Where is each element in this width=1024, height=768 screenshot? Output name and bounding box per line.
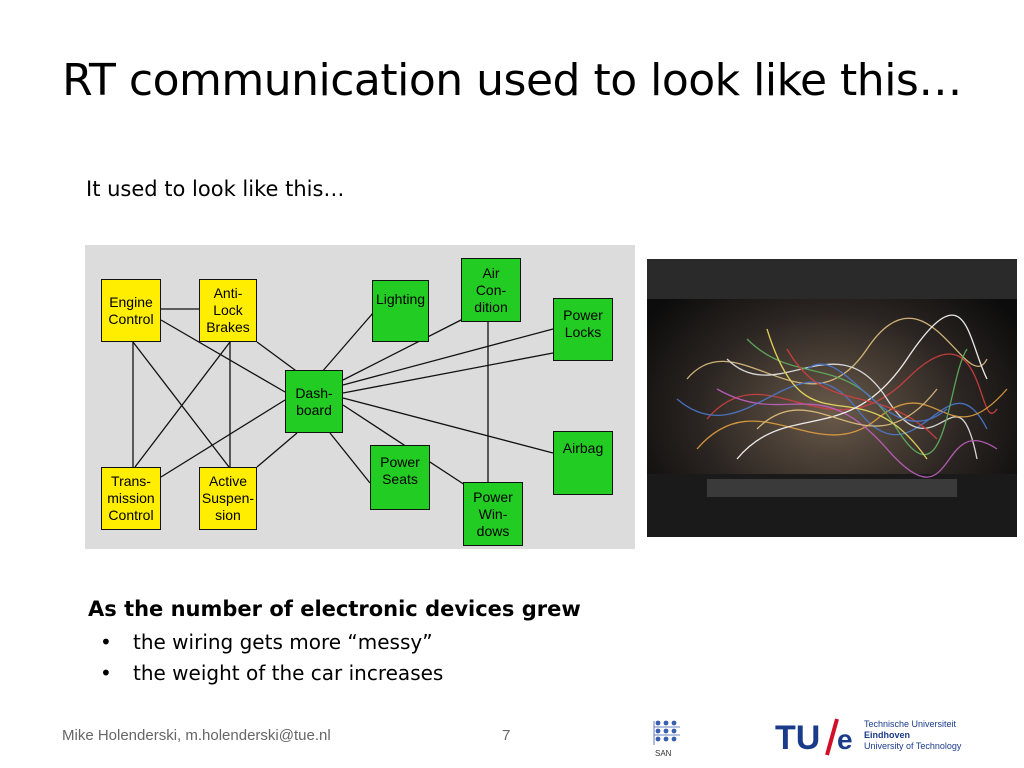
link-abs-dash — [256, 341, 300, 374]
page-number: 7 — [502, 727, 511, 744]
node-label: Engine Control — [108, 293, 154, 327]
bullet-dot: • — [100, 630, 112, 654]
bullet-item: • the wiring gets more “messy” — [100, 630, 443, 661]
slide-title: RT communication used to look like this… — [62, 55, 962, 106]
node-dashboard: Dash- board — [285, 370, 343, 433]
section-heading: As the number of electronic devices grew — [88, 597, 581, 621]
node-engine-control: Engine Control — [101, 279, 161, 342]
link-trans-dash — [160, 399, 286, 478]
engine-bay-image — [647, 259, 1017, 537]
connection-lines — [132, 308, 554, 486]
tue-name: Technische Universiteit Eindhoven Univer… — [864, 719, 961, 752]
node-label: Lighting — [375, 291, 426, 307]
link-dash-lighting — [320, 312, 374, 374]
node-air-condition: Air Con- dition — [461, 258, 521, 322]
bullet-list: • the wiring gets more “messy” • the weigh… — [100, 630, 443, 692]
link-dash-seats — [329, 432, 371, 484]
node-label: Power Seats — [380, 454, 420, 487]
san-logo: SAN — [650, 717, 686, 764]
node-label: Power Win- dows — [473, 488, 513, 539]
node-power-windows: Power Win- dows — [463, 482, 523, 546]
wiring-diagram: Engine Control Anti- Lock Brakes Trans- … — [85, 245, 635, 549]
node-label: Active Suspen- sion — [201, 473, 255, 523]
tue-line-2: Eindhoven — [864, 730, 911, 740]
node-transmission-control: Trans- mission Control — [101, 467, 161, 530]
node-airbag: Airbag — [553, 431, 613, 495]
bullet-text: the weight of the car increases — [133, 661, 444, 685]
bullet-dot: • — [100, 661, 112, 685]
link-dash-powerlocks-2 — [342, 352, 554, 394]
tue-logo: TU e — [775, 715, 861, 764]
node-active-suspension: Active Suspen- sion — [199, 467, 257, 530]
node-anti-lock-brakes: Anti- Lock Brakes — [199, 279, 257, 342]
tue-mark-tu: TU — [775, 719, 820, 757]
node-lighting: Lighting — [372, 280, 429, 342]
link-abs-trans — [134, 341, 231, 468]
link-dash-airbag — [342, 397, 554, 454]
tue-line-1: Technische Universiteit — [864, 719, 957, 729]
link-susp-dash — [256, 432, 298, 468]
node-label: Trans- mission Control — [107, 473, 155, 523]
node-label: Power Locks — [563, 307, 603, 340]
link-engine-dash — [160, 319, 286, 393]
node-label: Airbag — [562, 440, 604, 456]
node-power-locks: Power Locks — [553, 298, 613, 361]
link-dash-aircon — [342, 318, 464, 381]
link-engine-susp — [132, 341, 230, 468]
footer-author: Mike Holenderski, m.holenderski@tue.nl — [62, 727, 331, 744]
tue-line-3: University of Technology — [864, 741, 962, 751]
bullet-item: • the weight of the car increases — [100, 661, 443, 692]
link-dash-powerlocks — [342, 328, 554, 386]
tue-mark-e: e — [837, 724, 853, 755]
node-label: Air Con- dition — [474, 264, 508, 315]
engine-wiring-photo — [647, 259, 1017, 537]
san-label: SAN — [655, 749, 672, 758]
node-power-seats: Power Seats — [370, 445, 430, 510]
bullet-text: the wiring gets more “messy” — [133, 630, 433, 654]
slide-subtitle: It used to look like this… — [86, 177, 345, 201]
node-label: Anti- Lock Brakes — [206, 285, 250, 335]
node-label: Dash- board — [295, 384, 333, 418]
